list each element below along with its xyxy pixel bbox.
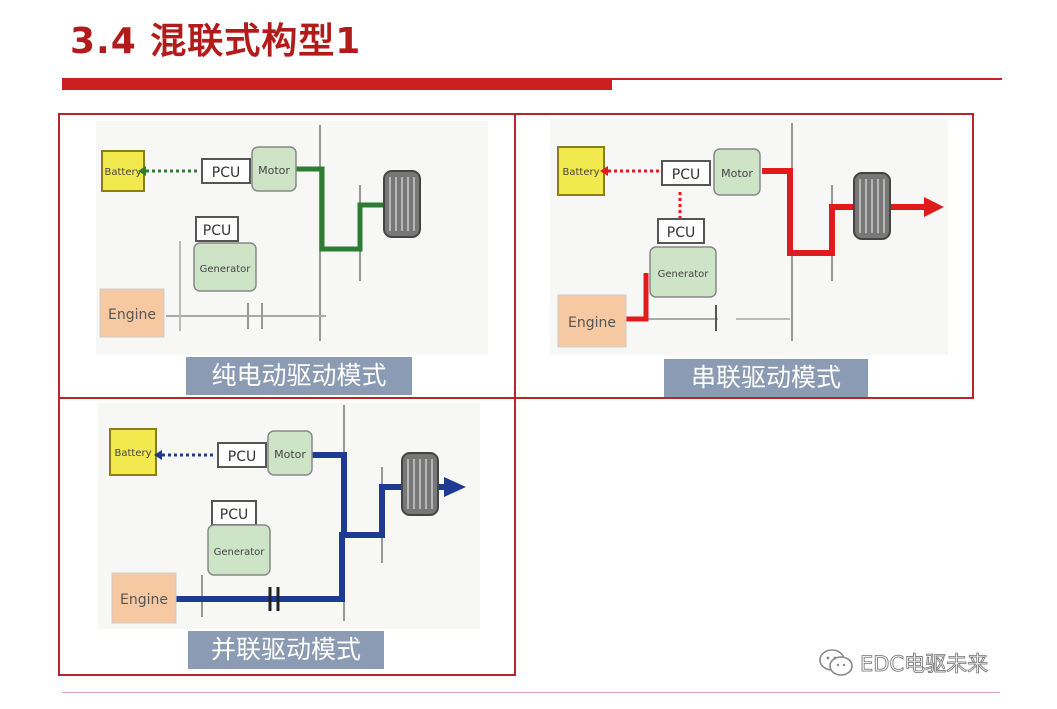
footer-rule [62,692,1000,693]
diagram-parallel: Battery PCU Motor PCU Generator Engine [98,403,480,629]
svg-text:Generator: Generator [658,269,710,280]
svg-text:Battery: Battery [562,167,599,178]
generator-label: Generator [200,264,252,275]
svg-text:Motor: Motor [274,448,306,461]
caption-parallel: 并联驱动模式 [188,631,384,669]
svg-text:PCU: PCU [667,225,695,241]
caption-pure-electric: 纯电动驱动模式 [186,357,412,395]
svg-text:Motor: Motor [721,167,753,180]
title-underline-thick [62,78,612,90]
motor-label: Motor [258,164,290,177]
slide-title: 3.4 混联式构型1 [70,21,362,62]
caption-series: 串联驱动模式 [664,359,868,397]
svg-text:PCU: PCU [228,449,256,465]
watermark: EDC电驱未来 [818,648,989,678]
diagram-pure-electric: Battery PCU Motor PCU Generator Engine [96,121,488,355]
panel-series: Battery PCU Motor PCU Generator Engine 串… [514,113,974,399]
wheel-icon [401,452,439,516]
engine-label: Engine [108,307,156,323]
panel-parallel: Battery PCU Motor PCU Generator Engine 并… [58,397,516,676]
svg-text:Engine: Engine [120,592,168,608]
panel-pure-electric: Battery PCU Motor PCU Generator Engine 纯… [58,113,516,399]
svg-text:PCU: PCU [220,507,248,523]
wheel-icon [383,170,421,238]
wechat-icon [819,649,853,676]
wheel-icon [853,172,891,240]
svg-text:PCU: PCU [672,167,700,183]
svg-text:PCU: PCU [203,223,231,239]
title-underline-thin [612,78,1002,80]
watermark-text: EDC电驱未来 [860,652,989,677]
svg-text:Engine: Engine [568,315,616,331]
pcu-label: PCU [212,165,240,181]
svg-text:Battery: Battery [114,448,151,459]
svg-text:Generator: Generator [214,547,266,558]
battery-label: Battery [104,167,141,178]
diagram-series: Battery PCU Motor PCU Generator Engine [550,119,948,355]
